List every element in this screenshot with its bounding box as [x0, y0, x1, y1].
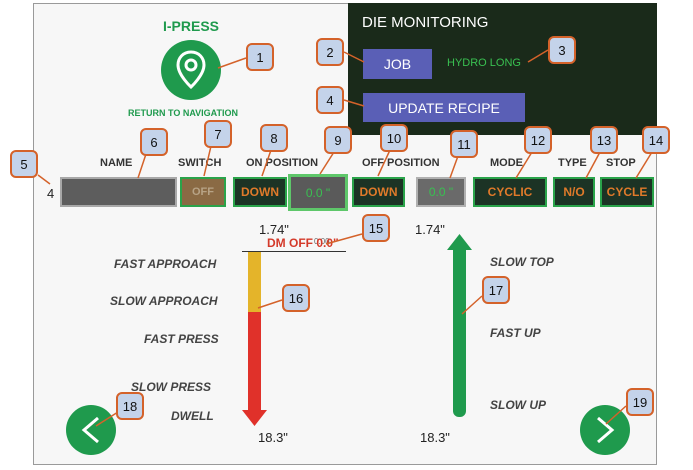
column-header-switch: SWITCH	[178, 157, 222, 169]
right-gauge-bottom-value: 18.3"	[420, 430, 450, 445]
callout-8: 8	[260, 124, 288, 152]
label-slow-press: SLOW PRESS	[131, 380, 212, 394]
callout-14: 14	[642, 126, 670, 154]
callout-13: 13	[590, 126, 618, 154]
callout-19: 19	[626, 388, 654, 416]
label-dwell: DWELL	[171, 409, 214, 423]
callout-7: 7	[204, 120, 232, 148]
up-arrow-icon	[447, 234, 472, 250]
dm-off-marker-label: DM OFF 0.0"	[267, 236, 339, 250]
callout-2: 2	[316, 38, 344, 66]
label-fast-approach: FAST APPROACH	[114, 257, 217, 271]
callout-3: 3	[548, 36, 576, 64]
chevron-left-icon	[81, 416, 99, 444]
marker-overlap-value: 0.00	[314, 237, 330, 246]
navigation-button[interactable]	[161, 40, 221, 100]
next-page-button[interactable]	[580, 405, 630, 455]
column-header-on-position: ON POSITION	[246, 157, 319, 169]
label-slow-up: SLOW UP	[490, 398, 546, 412]
mode-select[interactable]: CYCLIC	[473, 177, 547, 207]
row-index: 4	[47, 186, 55, 201]
column-header-off-position: OFF POSITION	[362, 157, 440, 169]
stop-select[interactable]: CYCLE	[600, 177, 654, 207]
column-header-mode: MODE	[490, 157, 523, 169]
page-title: I-PRESS	[163, 18, 220, 34]
column-header-type: TYPE	[558, 157, 587, 169]
press-bar	[248, 312, 261, 412]
previous-page-button[interactable]	[66, 405, 116, 455]
on-position-input[interactable]: 0.0 "	[288, 174, 348, 211]
update-recipe-button[interactable]: UPDATE RECIPE	[363, 93, 525, 122]
left-gauge-bottom-value: 18.3"	[258, 430, 288, 445]
callout-1: 1	[246, 43, 274, 71]
off-direction-select[interactable]: DOWN	[352, 177, 405, 207]
callout-5: 5	[10, 150, 38, 178]
callout-16: 16	[282, 284, 310, 312]
chevron-right-icon	[597, 416, 615, 444]
callout-9: 9	[324, 126, 352, 154]
on-direction-select[interactable]: DOWN	[233, 177, 287, 207]
callout-15: 15	[362, 214, 390, 242]
name-input[interactable]	[60, 177, 177, 207]
label-slow-approach: SLOW APPROACH	[110, 294, 218, 308]
left-gauge-top-value: 1.74"	[259, 222, 289, 237]
callout-11: 11	[450, 130, 478, 158]
label-fast-up: FAST UP	[490, 326, 541, 340]
column-header-name: NAME	[100, 157, 133, 169]
recipe-name: HYDRO LONG	[447, 57, 521, 69]
switch-toggle[interactable]: OFF	[180, 177, 226, 207]
job-button[interactable]: JOB	[363, 49, 432, 79]
type-select[interactable]: N/O	[553, 177, 595, 207]
callout-6: 6	[140, 128, 168, 156]
return-to-navigation-label: RETURN TO NAVIGATION	[128, 108, 238, 118]
callout-10: 10	[380, 124, 408, 152]
location-pin-icon	[176, 50, 206, 90]
right-gauge-top-value: 1.74"	[415, 222, 445, 237]
label-slow-top: SLOW TOP	[490, 255, 554, 269]
down-arrow-icon	[242, 410, 267, 426]
upstroke-bar	[453, 249, 466, 417]
callout-17: 17	[482, 276, 510, 304]
callout-18: 18	[116, 392, 144, 420]
approach-bar	[248, 252, 261, 312]
callout-12: 12	[524, 126, 552, 154]
callout-4: 4	[316, 86, 344, 114]
off-position-input[interactable]: 0.0 "	[416, 177, 466, 207]
column-header-stop: STOP	[606, 157, 636, 169]
dm-off-marker-line	[242, 251, 346, 252]
label-fast-press: FAST PRESS	[144, 332, 219, 346]
panel-title: DIE MONITORING	[362, 14, 489, 31]
